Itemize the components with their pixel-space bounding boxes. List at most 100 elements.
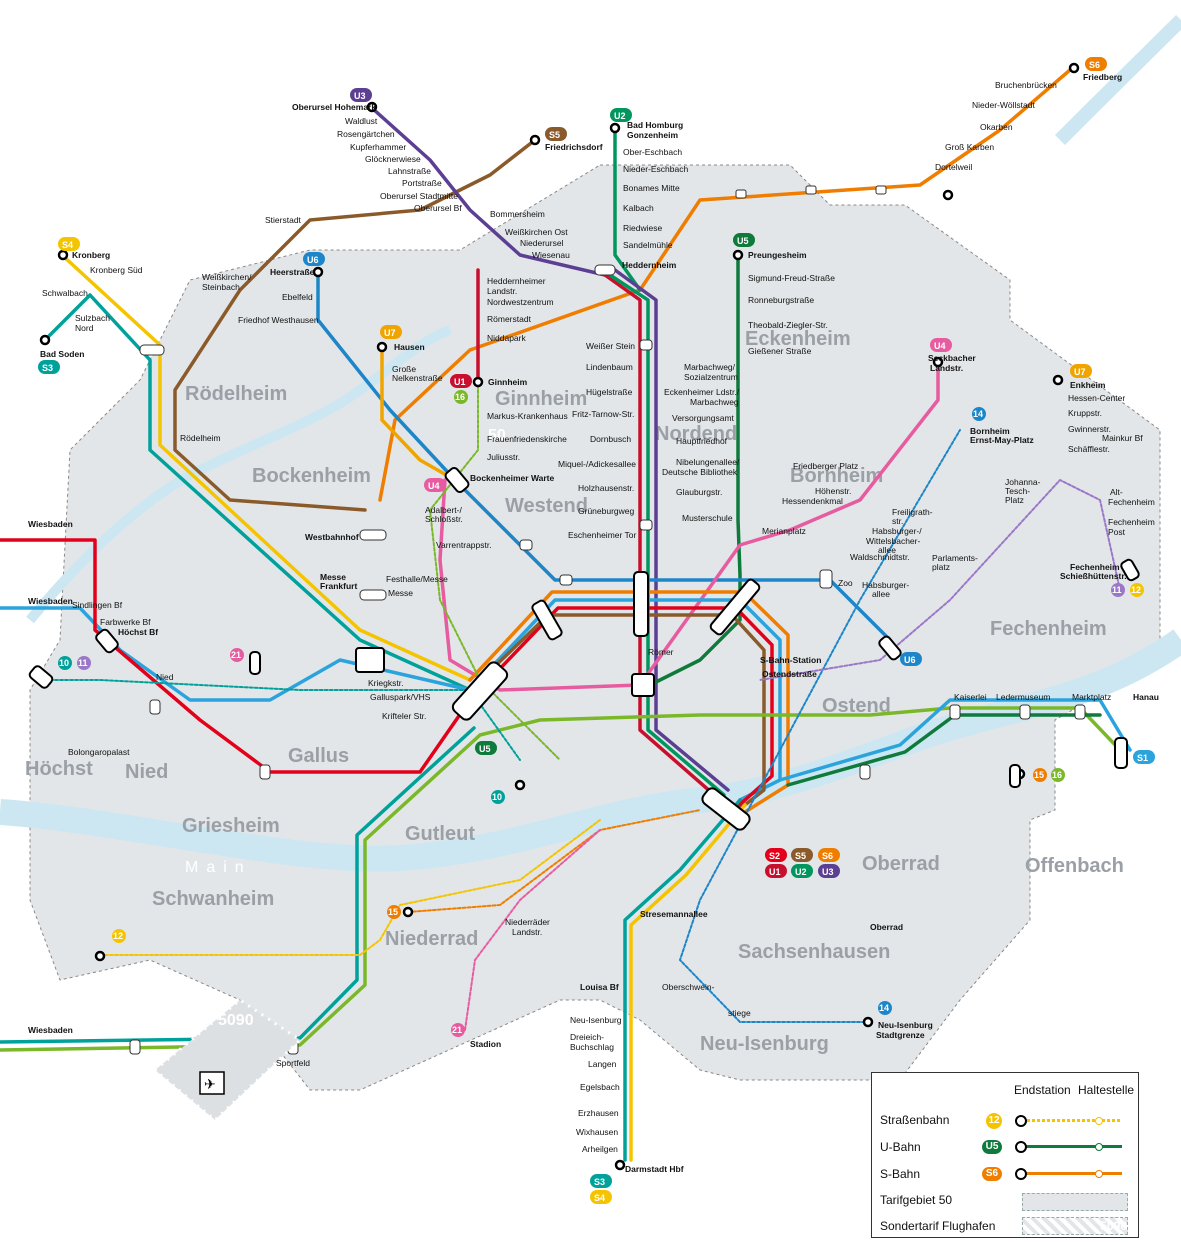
svg-text:Ostend: Ostend: [822, 695, 891, 717]
svg-text:S3: S3: [42, 363, 53, 373]
svg-text:Krifteler Str.: Krifteler Str.: [382, 711, 426, 721]
svg-text:Frauenfriedenskirche: Frauenfriedenskirche: [487, 434, 567, 444]
svg-text:Neu-Isenburg: Neu-Isenburg: [878, 1020, 933, 1030]
svg-text:Große: Große: [392, 364, 416, 374]
svg-text:Bolongaropalast: Bolongaropalast: [68, 747, 130, 757]
legend-sbahn-stop: [1095, 1170, 1103, 1178]
svg-text:Tesch-: Tesch-: [1005, 486, 1030, 496]
svg-text:Schwanheim: Schwanheim: [152, 888, 274, 910]
svg-text:Eschenheimer Tor: Eschenheimer Tor: [568, 530, 637, 540]
svg-text:Nordwestzentrum: Nordwestzentrum: [487, 297, 554, 307]
svg-text:Steinbach: Steinbach: [202, 282, 240, 292]
svg-text:Eckenheimer Ldstr./: Eckenheimer Ldstr./: [664, 387, 740, 397]
svg-text:Eckenheim: Eckenheim: [745, 328, 851, 350]
svg-text:Kruppstr.: Kruppstr.: [1068, 408, 1102, 418]
svg-text:16: 16: [1052, 770, 1062, 780]
svg-text:Fechenheim: Fechenheim: [990, 618, 1107, 640]
svg-text:Sportfeld: Sportfeld: [276, 1058, 310, 1068]
svg-text:U6: U6: [307, 255, 319, 265]
legend-tram-line: [1022, 1119, 1122, 1122]
svg-text:Marktplatz: Marktplatz: [1072, 692, 1111, 702]
svg-text:Höchst: Höchst: [25, 758, 93, 780]
legend-airport-swatch: 5090: [1022, 1217, 1128, 1235]
svg-text:Mainkur Bf: Mainkur Bf: [1102, 433, 1143, 443]
svg-text:Nord: Nord: [75, 323, 94, 333]
svg-text:Fechenheim: Fechenheim: [1108, 517, 1155, 527]
svg-text:Gallus: Gallus: [288, 745, 349, 767]
svg-text:Kalbach: Kalbach: [623, 203, 654, 213]
svg-text:Friedrichsdorf: Friedrichsdorf: [545, 142, 603, 152]
svg-text:Friedberger Platz: Friedberger Platz: [793, 461, 858, 471]
river-label: Main: [185, 859, 252, 876]
tram-12: [99, 819, 601, 956]
svg-text:Markus-Krankenhaus: Markus-Krankenhaus: [487, 411, 568, 421]
svg-text:Hauptfriedhof: Hauptfriedhof: [676, 436, 728, 446]
svg-text:Höchst Bf: Höchst Bf: [118, 627, 158, 637]
line-s6-north: [378, 68, 1072, 502]
svg-text:Platz: Platz: [1005, 495, 1024, 505]
svg-text:Grüneburgweg: Grüneburgweg: [578, 506, 635, 516]
svg-text:Bornheim: Bornheim: [970, 426, 1010, 436]
svg-text:Marbachweg: Marbachweg: [690, 397, 739, 407]
svg-text:Neu-Isenburg: Neu-Isenburg: [700, 1033, 829, 1055]
svg-text:Fechenheim: Fechenheim: [1108, 497, 1155, 507]
svg-text:Ginnheim: Ginnheim: [488, 377, 528, 387]
svg-text:S1: S1: [1137, 753, 1148, 763]
svg-text:U7: U7: [384, 328, 396, 338]
svg-text:Bornheim: Bornheim: [790, 465, 883, 487]
svg-text:Festhalle/Messe: Festhalle/Messe: [386, 574, 448, 584]
svg-text:stiege: stiege: [728, 1008, 751, 1018]
svg-text:Neu-Isenburg: Neu-Isenburg: [570, 1015, 622, 1025]
tram-10: [39, 679, 521, 761]
legend-ubahn-badge: U5: [982, 1140, 1002, 1154]
svg-text:S6: S6: [1089, 60, 1100, 70]
svg-text:U4: U4: [428, 481, 440, 491]
svg-text:Oberschwein-: Oberschwein-: [662, 982, 715, 992]
line-badges: S6 U3 U2 S5 S4 U6 U7 U1 16 U4 U5 14 U7 U…: [38, 57, 1155, 1204]
stop-bars: [129, 185, 1086, 1055]
legend-ubahn-stop: [1095, 1143, 1103, 1151]
legend-tram-terminal: [1015, 1115, 1027, 1127]
svg-text:Lindenbaum: Lindenbaum: [586, 362, 633, 372]
svg-text:15: 15: [1034, 770, 1044, 780]
line-s8-s9: [0, 706, 1122, 1052]
svg-text:Deutsche Bibliothek: Deutsche Bibliothek: [662, 467, 738, 477]
svg-text:Sozialzentrum: Sozialzentrum: [684, 372, 738, 382]
svg-text:Wiesbaden: Wiesbaden: [28, 596, 73, 606]
legend-tram-label: Straßenbahn: [880, 1113, 950, 1127]
svg-text:Sachsenhausen: Sachsenhausen: [738, 941, 890, 963]
svg-text:Seckbacher: Seckbacher: [928, 353, 976, 363]
svg-text:Landstr.: Landstr.: [930, 363, 963, 373]
svg-text:Rosengärtchen: Rosengärtchen: [337, 129, 395, 139]
svg-text:Juliusstr.: Juliusstr.: [487, 452, 520, 462]
legend-airport-label: Sondertarif Flughafen: [880, 1219, 996, 1233]
svg-text:Gonzenheim: Gonzenheim: [627, 130, 678, 140]
line-s4: [60, 253, 472, 682]
svg-text:Römer: Römer: [648, 647, 674, 657]
svg-text:Nieder-Eschbach: Nieder-Eschbach: [623, 164, 688, 174]
svg-text:Glöcknerwiese: Glöcknerwiese: [365, 154, 421, 164]
svg-text:U2: U2: [795, 867, 807, 877]
svg-text:Wittelsbacher-: Wittelsbacher-: [866, 536, 920, 546]
svg-text:Fechenheim: Fechenheim: [1070, 562, 1120, 572]
svg-text:Höhenstr.: Höhenstr.: [815, 486, 851, 496]
svg-text:Lahnstraße: Lahnstraße: [388, 166, 431, 176]
svg-text:Niddapark: Niddapark: [487, 333, 526, 343]
svg-text:Parlaments-: Parlaments-: [932, 553, 978, 563]
svg-text:allee: allee: [878, 545, 896, 555]
svg-text:Hessendenkmal: Hessendenkmal: [782, 496, 843, 506]
legend-zone-swatch: [1022, 1193, 1128, 1211]
line-s1: [0, 606, 472, 702]
svg-text:Heerstraße: Heerstraße: [270, 267, 315, 277]
svg-text:Arheilgen: Arheilgen: [582, 1144, 618, 1154]
svg-text:Niederrad: Niederrad: [385, 928, 478, 950]
svg-text:S-Bahn-Station: S-Bahn-Station: [760, 655, 821, 665]
svg-text:Nied: Nied: [125, 761, 168, 783]
legend-zone-label: Tarifgebiet 50: [880, 1193, 953, 1207]
svg-text:Ledermuseum: Ledermuseum: [996, 692, 1050, 702]
svg-text:Riedwiese: Riedwiese: [623, 223, 662, 233]
svg-text:Bruchenbrücken: Bruchenbrücken: [995, 80, 1057, 90]
svg-text:Nibelungenallee/: Nibelungenallee/: [676, 457, 740, 467]
line-u-trunk: [603, 273, 722, 802]
svg-text:Theobald-Ziegler-Str.: Theobald-Ziegler-Str.: [748, 320, 828, 330]
